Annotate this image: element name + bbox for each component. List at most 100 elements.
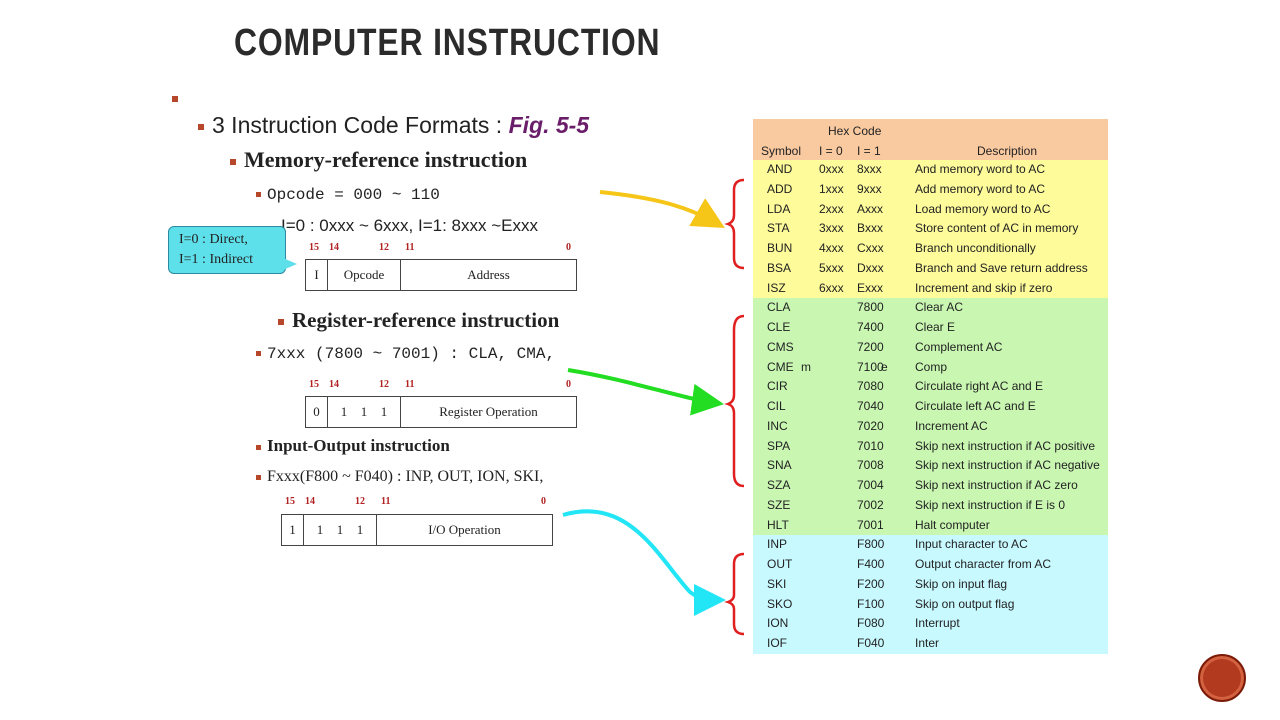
symbol-cell: CME [767,359,794,374]
register-range-text: 7xxx (7800 ~ 7001) : CLA, CMA, [267,345,556,363]
register-arrow [567,368,724,416]
io-bit-15: 15 [285,496,295,507]
description-cell: Input character to AC [915,537,1028,552]
symbol-cell: SKO [767,596,793,611]
i0-header: I = 0 [819,144,843,158]
io-bit-value: 1 [356,522,364,537]
description-cell: Increment AC [915,418,988,433]
symbol-cell: IOF [767,636,787,650]
description-cell: Skip next instruction if AC positive [915,438,1096,453]
indirect-bit-field: I [306,260,328,290]
formats-text: 3 Instruction Code Formats : [212,112,509,138]
register-bit-14: 14 [329,379,339,390]
hex-code-cell: 7020 [857,418,884,433]
callout-pointer [283,258,297,270]
description-cell: Branch unconditionally [915,241,1036,255]
symbol-cell: CIL [767,399,786,413]
address-field: Address [467,267,510,282]
annotation-cell: e [881,359,888,374]
hex-code-cell: 7002 [857,497,884,512]
instruction-table: Hex Code Symbol I = 0 I = 1 Description … [753,119,1108,655]
symbol-cell: ISZ [767,280,786,295]
indirect-range-text: I=0 : 0xxx ~ 6xxx, I=1: 8xxx ~Exxx [281,216,539,235]
io-format: 1 1 1 1 I/O Operation [281,514,553,546]
symbol-cell: AND [767,162,793,176]
memory-bit-11: 11 [405,242,415,253]
bullet-indirect-range: I=0 : 0xxx ~ 6xxx, I=1: 8xxx ~Exxx [281,216,538,236]
bullet-marker [278,319,284,326]
register-reference-heading: Register-reference instruction [292,308,560,332]
indirect-hex-cell: Bxxx [857,221,884,236]
bullet-marker [172,95,178,102]
memory-bit-15: 15 [309,242,319,253]
description-cell: Output character from AC [915,557,1052,571]
io-bit-11: 11 [381,496,391,507]
table-header: Hex Code Symbol I = 0 I = 1 Description [753,119,1108,160]
hex-code-cell: 7008 [857,458,884,473]
hex-code-cell: 7080 [857,379,884,394]
figure-reference: Fig. 5-5 [508,112,590,138]
description-cell: Clear AC [915,300,964,315]
direct-hex-cell: 6xxx [819,280,844,295]
memory-brace [724,178,745,270]
bullet-io-range: Fxxx(F800 ~ F040) : INP, OUT, ION, SKI, [256,468,543,486]
symbol-cell: ION [767,616,789,631]
hex-code-cell: 7010 [857,438,884,453]
opcode-range: Opcode = 000 ~ 110 [267,186,440,204]
register-bit-value: 1 [380,404,388,419]
hex-code-cell: 7400 [857,320,884,334]
io-bit-14: 14 [305,496,315,507]
register-bit-field-15: 0 [306,397,328,427]
description-cell: Load memory word to AC [915,201,1051,216]
description-cell: Circulate left AC and E [915,399,1036,413]
direct-indirect-callout: I=0 : Direct, I=1 : Indirect [168,226,286,274]
hex-code-cell: 7004 [857,478,884,492]
table-row: CLE 7400 Clear E [753,318,1108,338]
symbol-cell: HLT [767,517,789,532]
symbol-cell: CLA [767,300,791,315]
hex-code-cell: 7001 [857,517,884,532]
hex-code-cell: 7100 [857,359,884,374]
hex-code-cell: F800 [857,537,885,552]
description-cell: Comp [915,359,948,374]
symbol-cell: CLE [767,320,791,334]
register-brace [724,314,745,488]
bullet-register-reference: Register-reference instruction [278,308,559,333]
description-cell: Skip on input flag [915,576,1008,591]
io-brace [724,552,745,636]
indirect-hex-cell: 8xxx [857,162,882,176]
symbol-cell: SZE [767,497,791,512]
bullet-io: Input-Output instruction [256,436,450,456]
io-bit-0: 0 [541,496,546,507]
slide-logo [1198,654,1246,702]
io-range-text: Fxxx(F800 ~ F040) : INP, OUT, ION, SKI, [267,468,544,485]
register-opcode-bits: 1 1 1 [328,397,401,427]
description-cell: Branch and Save return address [915,260,1088,275]
description-header: Description [977,144,1038,158]
bullet-marker [256,192,261,198]
description-cell: Skip next instruction if AC negative [915,458,1100,473]
description-cell: Clear E [915,320,956,334]
direct-hex-cell: 1xxx [819,181,844,196]
bullet-marker [256,474,261,480]
io-arrow [562,509,726,616]
annotation-cell: m [801,359,811,374]
description-cell: Increment and skip if zero [915,280,1053,295]
description-cell: Skip on output flag [915,596,1015,611]
indirect-hex-cell: Dxxx [857,260,884,275]
io-bit-value: 1 [316,522,324,537]
bullet-marker [256,351,261,357]
